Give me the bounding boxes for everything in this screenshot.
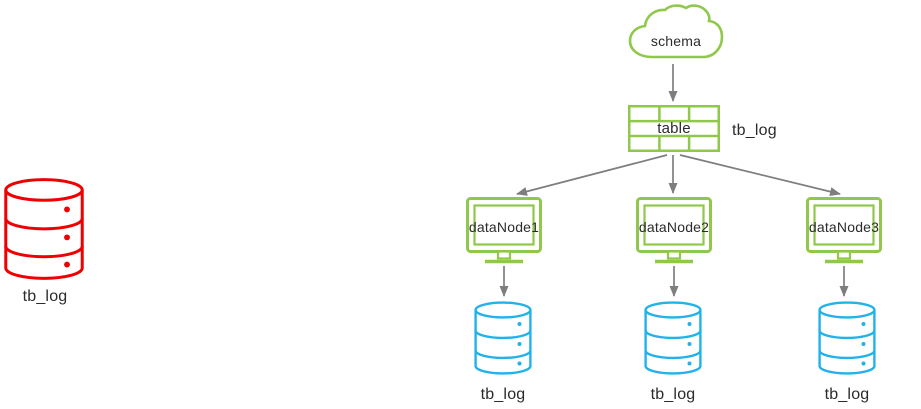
datanode3-label: dataNode3 (808, 219, 880, 235)
table-label: table (657, 120, 691, 137)
datanode1-label: dataNode1 (468, 219, 540, 235)
monitor-icon-datanode3 (806, 197, 882, 264)
source-database-label: tb_log (22, 288, 68, 305)
arrow-table-to-datanode3 (679, 154, 841, 197)
monitor-icon-datanode2 (636, 197, 712, 264)
schema-label: schema (650, 33, 702, 49)
shard2-db-label: tb_log (650, 386, 696, 403)
database-icon-red (2, 176, 86, 282)
database-icon-shard1 (474, 301, 532, 375)
table-icon (628, 105, 720, 152)
arrow-table-to-datanode1 (516, 154, 668, 196)
table-annotation-label: tb_log (732, 122, 777, 139)
shard1-db-label: tb_log (480, 386, 526, 403)
datanode2-label: dataNode2 (638, 219, 710, 235)
shard3-db-label: tb_log (824, 386, 870, 403)
cloud-icon (628, 4, 724, 59)
monitor-icon-datanode1 (466, 197, 542, 264)
database-icon-shard2 (644, 301, 702, 375)
database-icon-shard3 (818, 301, 876, 375)
